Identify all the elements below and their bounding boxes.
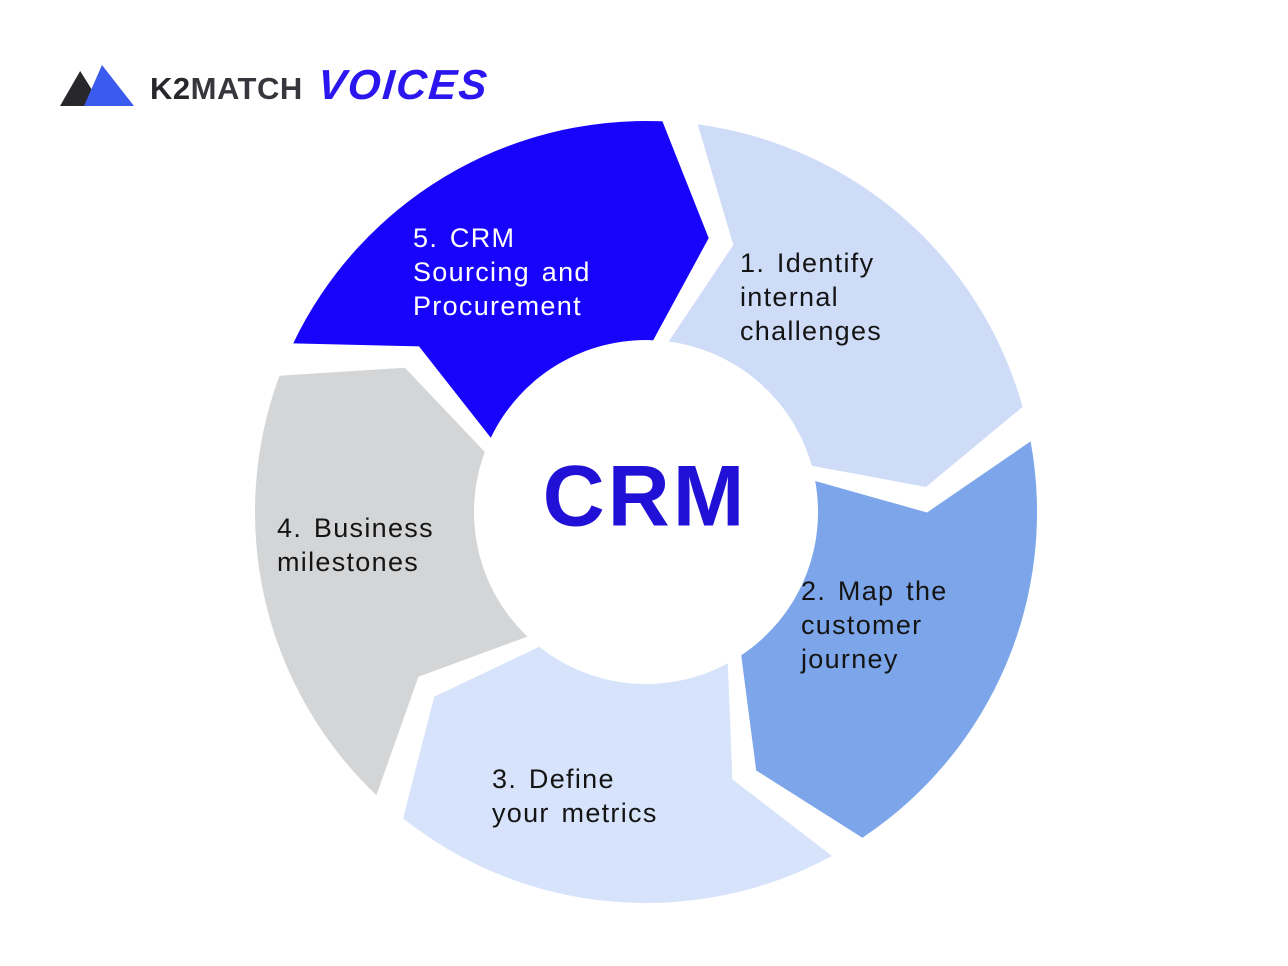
segment-1-label: 1. Identify internal challenges	[740, 248, 883, 346]
brand-name-bold: K2	[150, 71, 191, 106]
brand-logo: K2MATCH VOICES	[60, 58, 491, 108]
segment-4-shape	[254, 367, 528, 796]
segment-4-label: 4. Business milestones	[277, 513, 434, 577]
segment-5-shape	[293, 120, 709, 438]
center-label: CRM	[542, 448, 748, 545]
segment-3-shape	[403, 646, 832, 904]
segment-5-label: 5. CRM Sourcing and Procurement	[413, 223, 591, 321]
brand-name-rest: MATCH	[190, 71, 303, 106]
segment-3-label: 3. Define your metrics	[492, 764, 658, 828]
segment-2-shape	[741, 441, 1038, 838]
segment-2-label: 2. Map the customer journey	[801, 576, 948, 674]
brand-name: K2MATCH	[150, 73, 303, 106]
segment-1-shape	[668, 124, 1023, 488]
mountain-icon	[60, 62, 134, 106]
